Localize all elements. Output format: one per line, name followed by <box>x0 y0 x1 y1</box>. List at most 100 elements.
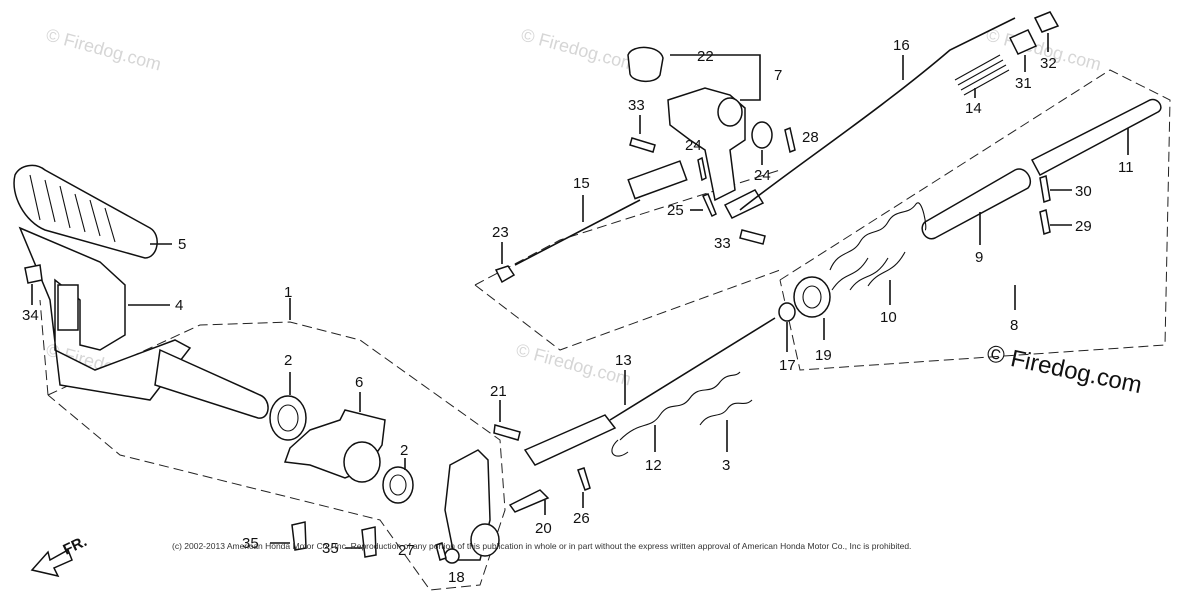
callout-labels: 1 2 2 3 4 5 6 7 8 9 10 11 12 13 14 15 16… <box>22 37 1134 586</box>
leader-7 <box>670 54 761 101</box>
callout-5: 5 <box>178 236 186 253</box>
callout-20: 20 <box>535 520 552 537</box>
callout-31: 31 <box>1015 75 1032 92</box>
callout-19: 19 <box>815 347 832 364</box>
bushings-and-holder <box>269 372 414 504</box>
rod-16 <box>739 17 1016 211</box>
copyright-notice: (c) 2002-2013 American Honda Motor Co., … <box>172 541 912 551</box>
assembly-outlines <box>39 69 1171 591</box>
callout-17: 17 <box>779 357 796 374</box>
callout-8: 8 <box>1010 317 1018 334</box>
bolt-33b <box>739 229 766 245</box>
bushing-2b <box>382 466 414 504</box>
rod-16-part <box>739 11 1060 211</box>
spring-14 <box>954 54 1010 96</box>
spring-10 <box>829 202 927 271</box>
bushing-2b-inner <box>389 474 407 496</box>
rod-15-part <box>494 160 688 284</box>
washer-18 <box>444 548 460 564</box>
lever-plate-part <box>444 449 500 564</box>
callout-22: 22 <box>697 48 714 65</box>
callout-34: 34 <box>22 307 39 324</box>
lever-boss <box>470 523 500 557</box>
spring-12 <box>619 371 741 441</box>
washer-19 <box>793 276 831 318</box>
pedal-pad-ribs <box>29 174 116 243</box>
callout-16: 16 <box>893 37 910 54</box>
pin-28 <box>784 126 796 154</box>
callout-12: 12 <box>645 457 662 474</box>
assembly-1-outline <box>47 321 506 591</box>
watermarks: © Firedog.com © Firedog.com © Firedog.co… <box>44 25 1103 390</box>
pin-26 <box>577 467 591 491</box>
pin-27 <box>435 542 447 561</box>
bolt-34 <box>24 264 43 284</box>
callout-25: 24 <box>685 137 702 154</box>
rod-13-part <box>523 317 776 466</box>
callout-9: 9 <box>975 249 983 266</box>
bolt-33a <box>629 137 656 153</box>
pedal-shaft <box>154 348 269 419</box>
nut-23 <box>494 265 516 284</box>
callout-32: 32 <box>1040 55 1057 72</box>
spring-10-coils <box>831 251 906 291</box>
spring-3 <box>699 399 753 426</box>
clevis-13 <box>523 414 617 466</box>
callout-35: 35 <box>322 540 339 557</box>
bolt-35a <box>291 521 307 551</box>
bolt-35b <box>361 526 377 558</box>
collar-31 <box>1008 29 1038 55</box>
pin-25a <box>697 156 707 182</box>
washer-24 <box>751 121 773 149</box>
shaft-11 <box>1030 98 1162 177</box>
callout-23: 23 <box>492 224 509 241</box>
front-direction-indicator: FR. <box>30 533 90 578</box>
bolts-35 <box>270 521 447 561</box>
callout-33: 33 <box>714 235 731 252</box>
watermark: © Firedog.com <box>519 25 638 75</box>
spring-12-hook <box>611 439 629 457</box>
callout-18: 18 <box>448 569 465 586</box>
front-arrow-icon <box>30 548 73 578</box>
rod-15 <box>514 199 641 266</box>
callout-35: 35 <box>242 535 259 552</box>
watermark: © Firedog.com <box>44 25 163 75</box>
callout-26: 26 <box>573 510 590 527</box>
pedal-pad-part <box>13 164 172 259</box>
callout-6: 6 <box>355 374 363 391</box>
pedal-pad <box>13 164 158 259</box>
pipe-9 <box>921 168 1032 240</box>
clevis-16 <box>723 189 765 219</box>
pedal-bracket <box>57 284 79 331</box>
callout-3: 3 <box>722 457 730 474</box>
callout-7: 7 <box>774 67 782 84</box>
callout-25: 25 <box>667 202 684 219</box>
assembly-8-parts <box>778 98 1162 352</box>
bracket-7-part <box>627 46 796 245</box>
holder-6-boss <box>343 441 381 483</box>
bushing-22 <box>627 46 664 82</box>
callout-14: 14 <box>965 100 982 117</box>
callout-13: 13 <box>615 352 632 369</box>
pedal-arm-part <box>18 226 269 419</box>
callout-28: 28 <box>802 129 819 146</box>
callout-11: 11 <box>1118 159 1134 176</box>
lower-rod-outline <box>474 269 781 351</box>
pedal-arm <box>18 226 192 401</box>
bolt-21 <box>493 424 521 441</box>
clevis-15 <box>627 160 688 200</box>
assembly-8-outline <box>779 69 1171 371</box>
callout-21: 21 <box>490 383 507 400</box>
callout-1: 1 <box>284 284 292 301</box>
callout-30: 30 <box>1075 183 1092 200</box>
callout-33: 33 <box>628 97 645 114</box>
callout-2: 2 <box>400 442 408 459</box>
callout-24: 24 <box>754 167 771 184</box>
callout-2: 2 <box>284 352 292 369</box>
collar-17 <box>778 302 796 322</box>
rod-13 <box>609 317 776 421</box>
callout-27: 27 <box>398 542 415 559</box>
pin-25b <box>701 193 717 218</box>
bushing-2a <box>269 395 307 441</box>
front-label: FR. <box>61 533 90 559</box>
